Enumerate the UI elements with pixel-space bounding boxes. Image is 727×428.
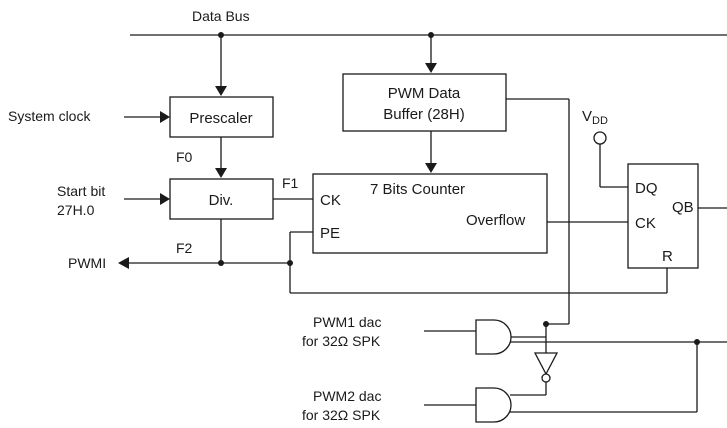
counter-overflow-label: Overflow [466, 212, 525, 229]
counter-pe-label: PE [320, 225, 340, 242]
system-clock-input: System clock [8, 108, 170, 124]
start-bit-label-line2: 27H.0 [57, 202, 95, 218]
f1-wire: F1 [273, 175, 313, 200]
pwm-buffer-label-line2: Buffer (28H) [383, 106, 464, 123]
f1-label: F1 [282, 175, 299, 191]
start-bit-label-line1: Start bit [57, 183, 105, 199]
pwmi-label: PWMI [68, 255, 106, 271]
pwm1-label-line1: PWM1 dac [313, 314, 381, 330]
counter-title: 7 Bits Counter [370, 181, 465, 198]
ff-dq-label: DQ [635, 180, 658, 197]
pwm-buffer-label-line1: PWM Data [388, 85, 461, 102]
bus-to-prescaler-wire [215, 35, 227, 96]
d-flip-flop-block: DQ CK QB R [627, 163, 699, 269]
pwm2-and-gate: PWM2 dac for 32Ω SPK [302, 387, 512, 423]
pe-and-reset-wire [289, 231, 668, 294]
ff-r-label: R [662, 248, 673, 265]
data-bus-label: Data Bus [192, 8, 250, 24]
vdd-label: VDD [582, 108, 608, 127]
div-block: Div. [169, 178, 274, 220]
system-clock-label: System clock [8, 108, 91, 124]
pwm-data-buffer-block: PWM Data Buffer (28H) [342, 73, 507, 132]
prescaler-label: Prescaler [189, 110, 252, 127]
f0-wire: F0 [176, 137, 227, 178]
f0-label: F0 [176, 149, 193, 165]
vdd-terminal-icon [593, 131, 607, 145]
data-bus: Data Bus [130, 8, 727, 38]
seven-bit-counter-block: 7 Bits Counter CK PE Overflow [312, 173, 548, 254]
start-bit-input: Start bit 27H.0 [57, 183, 170, 218]
f2-wire: F2 PWMI [68, 219, 293, 271]
vdd-source: VDD [582, 108, 628, 188]
ff-ck-label: CK [635, 215, 656, 232]
inverter [510, 337, 559, 396]
buffer-to-counter-wire [425, 131, 437, 173]
pwm2-label-line2: for 32Ω SPK [302, 407, 381, 423]
f2-label: F2 [176, 240, 193, 256]
counter-ck-label: CK [320, 192, 341, 209]
pwm1-label-line2: for 32Ω SPK [302, 333, 381, 349]
pwm1-and-gate: PWM1 dac for 32Ω SPK [302, 314, 547, 355]
ff-qb-label: QB [672, 199, 694, 216]
bus-to-buffer-wire [425, 35, 437, 73]
pwm2-label-line1: PWM2 dac [313, 388, 381, 404]
div-label: Div. [209, 192, 234, 209]
prescaler-block: Prescaler [169, 96, 274, 138]
